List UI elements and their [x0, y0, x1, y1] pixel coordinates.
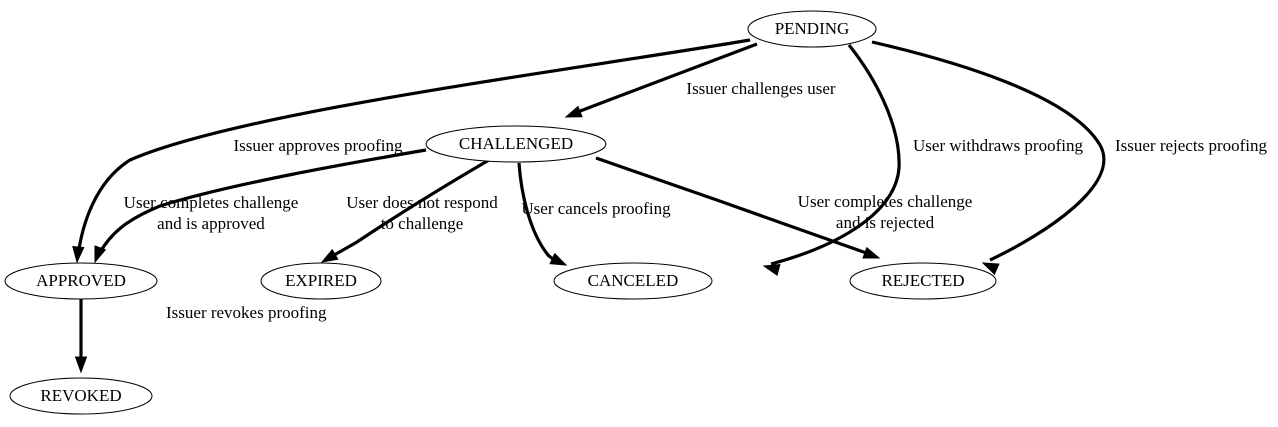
edge-arrowhead [549, 252, 568, 266]
edge-arrowhead [564, 105, 583, 118]
node-label: EXPIRED [285, 271, 357, 290]
node-ellipse[interactable] [9, 377, 153, 415]
node-label: PENDING [775, 19, 850, 38]
edge-pending-rejected: Issuer rejects proofing [871, 40, 1268, 275]
node-expired[interactable]: EXPIRED [260, 262, 382, 300]
node-label: REVOKED [40, 386, 121, 405]
edge-pending-challenged: Issuer challenges user [564, 42, 836, 118]
edge-arrowhead [320, 248, 339, 263]
edge-approved-revoked: Issuer revokes proofing [74, 299, 327, 374]
edge-pending-approved: Issuer approves proofing [72, 38, 751, 264]
edge-label: User cancels proofing [521, 199, 671, 218]
edge-path [96, 148, 427, 257]
edge-path [770, 44, 901, 266]
node-ellipse[interactable] [425, 125, 607, 163]
edge-label: Issuer rejects proofing [1115, 136, 1268, 155]
node-approved[interactable]: APPROVED [4, 262, 158, 300]
node-ellipse[interactable] [553, 262, 713, 300]
node-ellipse[interactable] [260, 262, 382, 300]
edge-arrowhead [862, 246, 881, 259]
edge-arrowhead [72, 246, 85, 264]
node-challenged[interactable]: CHALLENGED [425, 125, 607, 163]
node-ellipse[interactable] [849, 262, 997, 300]
node-label: APPROVED [36, 271, 126, 290]
node-canceled[interactable]: CANCELED [553, 262, 713, 300]
node-ellipse[interactable] [4, 262, 158, 300]
node-label: CHALLENGED [459, 134, 573, 153]
edge-path [326, 158, 490, 261]
edge-arrowhead [94, 245, 107, 264]
edge-path [871, 40, 1106, 262]
node-label: CANCELED [588, 271, 679, 290]
nodes-layer: PENDING CHALLENGED APPROVED EXPIRED CANCELED… [4, 10, 997, 415]
edge-path [76, 38, 751, 257]
edge-label: User withdraws proofing [913, 136, 1083, 155]
edge-label: Issuer revokes proofing [166, 303, 327, 322]
node-ellipse[interactable] [747, 10, 877, 48]
edge-label: Issuer challenges user [686, 79, 836, 98]
edge-arrowhead [762, 264, 781, 277]
edge-path [595, 156, 873, 257]
edge-label: Issuer approves proofing [233, 136, 403, 155]
node-revoked[interactable]: REVOKED [9, 377, 153, 415]
node-pending[interactable]: PENDING [747, 10, 877, 48]
node-rejected[interactable]: REJECTED [849, 262, 997, 300]
node-label: REJECTED [881, 271, 964, 290]
edge-path [574, 42, 758, 115]
edge-challenged-canceled: User cancels proofing [517, 162, 671, 266]
edge-arrowhead [981, 262, 1000, 275]
edge-pending-canceled: User withdraws proofing [762, 44, 1083, 277]
edge-arrowhead [74, 356, 88, 374]
